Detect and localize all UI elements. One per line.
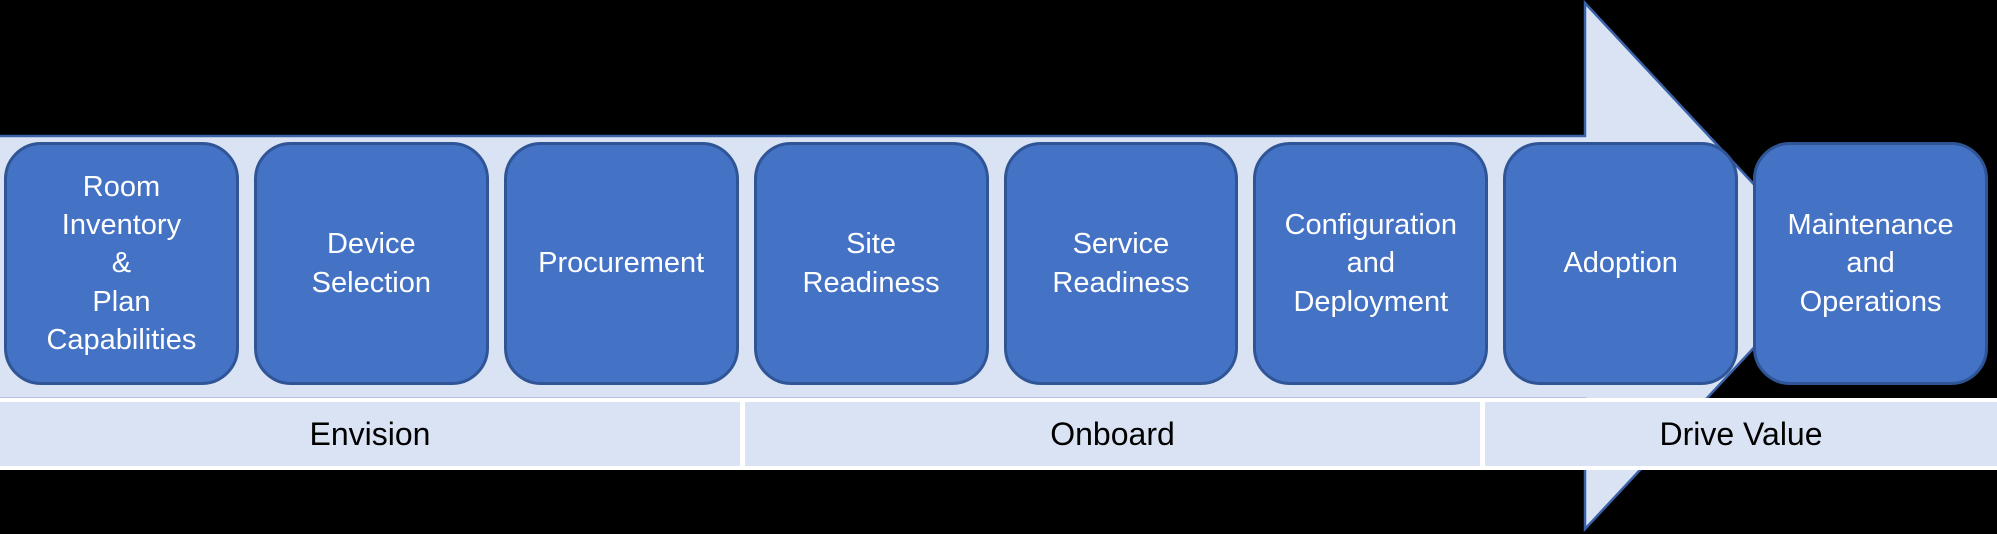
step-label: Maintenance and Operations bbox=[1787, 209, 1954, 318]
step-configuration-and-deployment: Configuration and Deployment bbox=[1253, 142, 1489, 385]
step-label: Service Readiness bbox=[1052, 228, 1190, 299]
phase-drive-value: Drive Value bbox=[1485, 402, 1997, 466]
step-adoption: Adoption bbox=[1503, 142, 1739, 385]
phase-onboard: Onboard bbox=[745, 402, 1480, 466]
phase-label: Onboard bbox=[1050, 416, 1175, 452]
phase-separator bbox=[740, 402, 745, 466]
step-site-readiness: Site Readiness bbox=[753, 142, 989, 385]
step-label: Adoption bbox=[1563, 247, 1678, 280]
step-maintenance-and-operations: Maintenance and Operations bbox=[1753, 142, 1988, 385]
step-label: Procurement bbox=[538, 247, 705, 280]
phase-envision: Envision bbox=[0, 402, 740, 466]
step-service-readiness: Service Readiness bbox=[1003, 142, 1239, 385]
step-procurement: Procurement bbox=[503, 142, 739, 385]
steps-row: Room Inventory & Plan Capabilities Devic… bbox=[4, 142, 1988, 385]
step-label: Room Inventory & Plan Capabilities bbox=[46, 170, 197, 356]
step-device-selection: Device Selection bbox=[253, 142, 489, 385]
step-label: Site Readiness bbox=[802, 228, 940, 299]
step-label: Device Selection bbox=[311, 228, 431, 299]
phase-separator bbox=[1480, 402, 1485, 466]
phase-band: Envision Onboard Drive Value bbox=[0, 398, 1997, 470]
step-room-inventory-plan-capabilities: Room Inventory & Plan Capabilities bbox=[4, 142, 239, 385]
step-label: Configuration and Deployment bbox=[1284, 209, 1458, 318]
phase-label: Drive Value bbox=[1659, 416, 1823, 452]
phase-label: Envision bbox=[309, 416, 431, 452]
